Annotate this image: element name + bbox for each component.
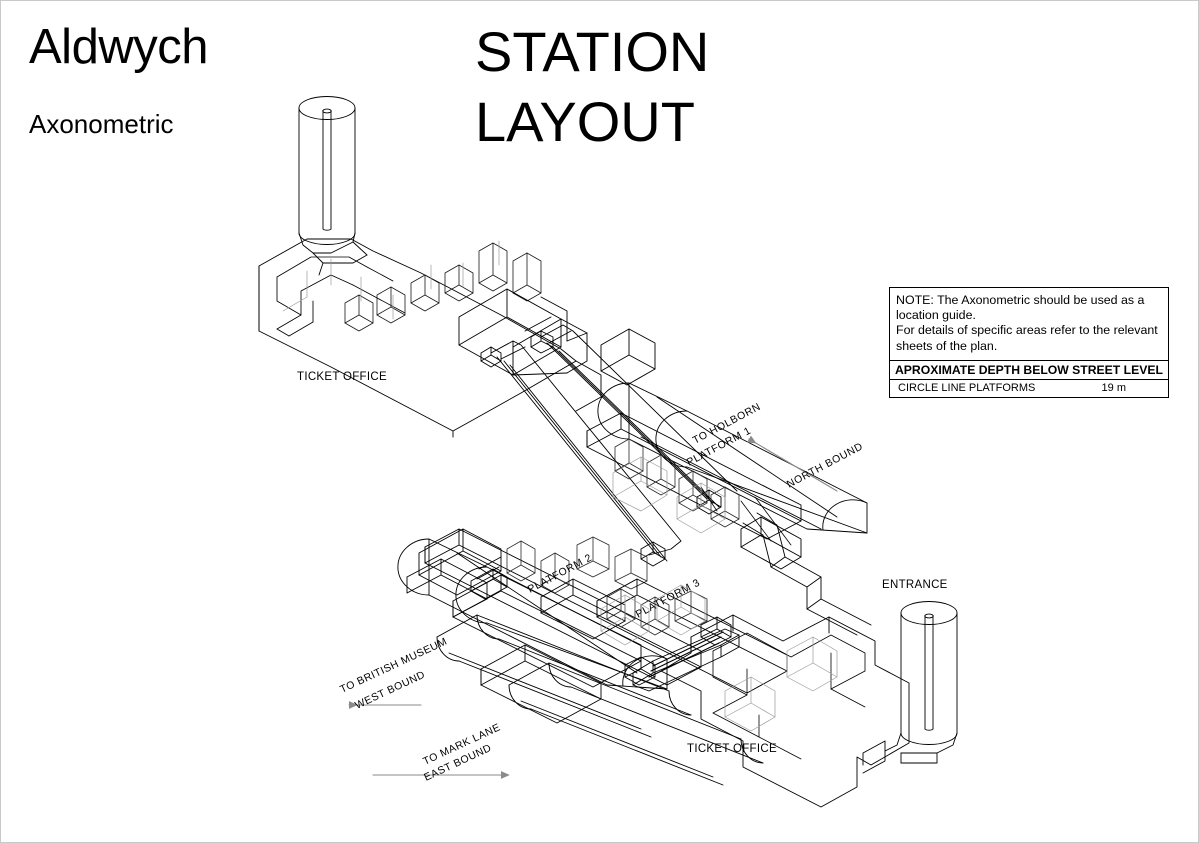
lift-shaft-upper	[298, 96, 356, 245]
passage-platform1-right	[740, 516, 802, 570]
upper-concourse-walls	[276, 256, 406, 337]
depth-row-value: 19 m	[1101, 381, 1126, 394]
connector-lines	[700, 486, 792, 546]
sheet-title-line2: LAYOUT	[475, 90, 695, 153]
note-text: NOTE: The Axonometric should be used as …	[896, 293, 1158, 353]
lower-ticket-hall	[660, 614, 910, 808]
upper-ticket-booth	[458, 288, 588, 376]
depth-table-row: CIRCLE LINE PLATFORMS 19 m	[890, 378, 1168, 397]
lower-ticket-hall-inner	[712, 632, 866, 760]
platform-2-tunnel	[397, 538, 668, 690]
page-title: Aldwych	[29, 20, 208, 74]
upper-concourse-right	[575, 328, 656, 412]
label-ticket-office-upper: TICKET OFFICE	[297, 371, 387, 383]
depth-table-header: APROXIMATE DEPTH BELOW STREET LEVEL	[890, 359, 1168, 379]
escalator-bank	[480, 340, 682, 567]
label-ticket-office-lower: TICKET OFFICE	[687, 743, 777, 755]
platform-2-blocks	[506, 536, 648, 594]
upper-concourse-blocks	[344, 242, 542, 332]
tunnel-east-bound	[508, 662, 764, 786]
direction-arrows	[348, 435, 838, 779]
lift-shaft-entrance	[900, 601, 958, 745]
page-subtitle: Axonometric	[29, 109, 174, 139]
label-entrance: ENTRANCE	[882, 579, 948, 591]
stair-landings	[624, 616, 732, 686]
upper-ticket-hall-floor	[258, 238, 577, 438]
tunnel-west-bound	[436, 614, 692, 738]
platform-2-approach	[418, 528, 502, 596]
label-platform-2: PLATFORM 2	[526, 552, 594, 596]
hidden-construction-lines	[282, 240, 838, 732]
platform-1-blocks	[614, 438, 740, 528]
lift-landing-entrance	[862, 732, 958, 774]
sheet-title-line1: STATION	[475, 20, 710, 83]
platform2-stair-detail	[470, 568, 508, 600]
depth-row-label: CIRCLE LINE PLATFORMS	[898, 381, 1036, 394]
zigzag-passage	[742, 512, 872, 636]
note-box: NOTE: The Axonometric should be used as …	[889, 287, 1169, 398]
cross-passages	[406, 558, 626, 640]
stair-treads	[648, 631, 724, 678]
label-north-bound: NORTH BOUND	[785, 440, 865, 490]
platform-2-floor	[424, 528, 702, 686]
platform-1-floor	[586, 412, 802, 540]
